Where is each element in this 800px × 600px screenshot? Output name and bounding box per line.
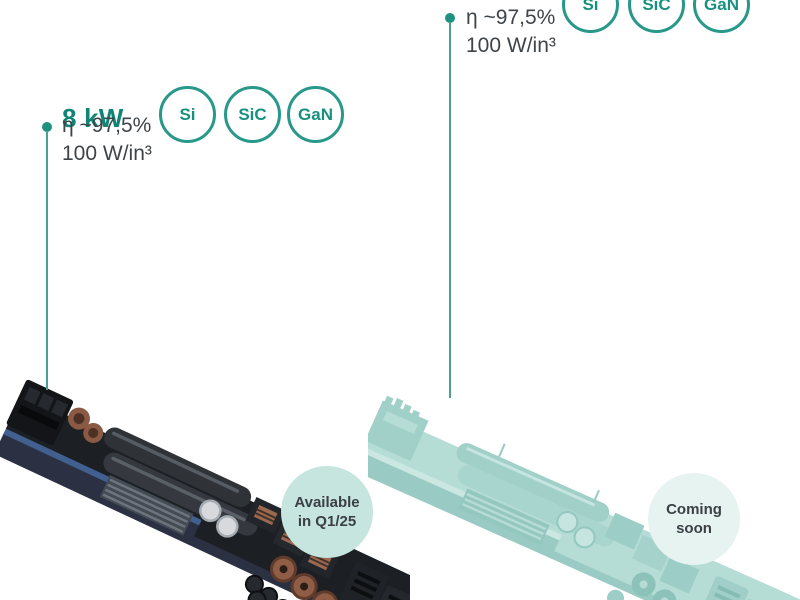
availability-badge-coming-soon: Coming soon [648,473,740,565]
tech-badge-si-coming-soon: Si [562,0,619,33]
tech-badge-label: SiC [642,0,671,14]
availability-line-2: soon [676,520,712,537]
product-title-8kw: 8 kW [62,102,124,133]
availability-badge-8kw: Available in Q1/25 [281,466,373,558]
efficiency-spec-8kw: η ~97,5% [62,114,152,137]
tech-badge-si-8kw: Si [159,86,216,143]
tech-badge-label: Si [582,0,599,14]
spec-block-coming-soon: η ~97,5% 100 W/in³ [466,4,556,60]
tech-badge-sic-8kw: SiC [224,86,281,143]
callout-leader-line-coming-soon [449,22,451,398]
power-density-spec-8kw: 100 W/in³ [62,142,152,166]
callout-dot-8kw [42,122,52,132]
tech-badge-gan-coming-soon: GaN [693,0,750,33]
availability-line-1: Available [294,493,360,511]
tech-badge-label: GaN [298,104,333,124]
tech-badge-label: SiC [238,104,267,124]
tech-badge-label: GaN [704,0,739,14]
availability-line-1: Coming [666,500,722,518]
callout-leader-line-8kw [46,131,48,390]
tech-badge-gan-8kw: GaN [287,86,344,143]
availability-line-2: in Q1/25 [297,513,357,530]
power-density-spec-coming-soon: 100 W/in³ [466,34,556,58]
tech-badge-label: Si [179,104,196,124]
psu-ghost-board-render [368,395,800,600]
spec-block-8kw: η ~97,5% 100 W/in³ [62,112,152,168]
callout-dot-coming-soon [445,13,455,23]
psu-8kw-board-render [0,379,410,600]
tech-badge-sic-coming-soon: SiC [628,0,685,33]
efficiency-spec-coming-soon: η ~97,5% [466,6,556,29]
